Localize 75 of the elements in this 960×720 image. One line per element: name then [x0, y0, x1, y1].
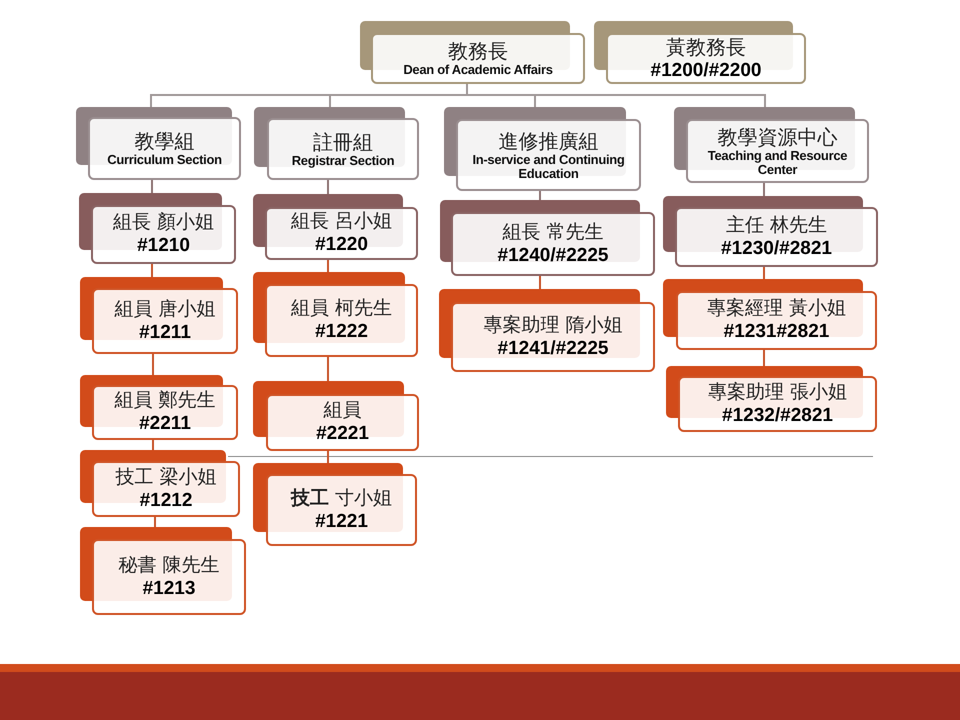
org-card	[444, 107, 641, 191]
org-card	[79, 193, 236, 264]
staff-title: 組長 顏小姐	[112, 211, 214, 234]
section-title-english: Teaching and Resource Center	[706, 148, 848, 178]
connector-line	[466, 84, 766, 107]
connector-line	[327, 451, 329, 463]
org-card	[253, 463, 417, 546]
org-card	[663, 279, 877, 350]
office-title-english: Dean of Academic Affairs	[403, 63, 553, 78]
office-title: 教務長	[448, 39, 508, 64]
connector-line	[327, 180, 329, 194]
org-card	[439, 289, 655, 372]
connector-line	[151, 180, 153, 193]
org-card	[80, 277, 238, 354]
connector-line	[539, 276, 541, 289]
org-card	[674, 107, 869, 183]
phone-extension: #1230/#2821	[721, 236, 832, 260]
phone-extension: #1232/#2821	[722, 404, 833, 428]
section-title-english: Curriculum Section	[107, 153, 222, 168]
phone-extension: #1211	[139, 320, 191, 344]
phone-extension: #2211	[139, 412, 191, 436]
staff-title: 組員	[324, 399, 362, 422]
org-card	[360, 21, 585, 84]
phone-extension: #1222	[315, 320, 368, 344]
phone-extension: #1213	[142, 576, 196, 600]
phone-extension: #1200/#2200	[650, 58, 762, 82]
connector-line	[763, 267, 765, 279]
phone-extension: #1210	[137, 234, 190, 258]
connector-line	[327, 260, 329, 272]
staff-title: 組員 鄭先生	[114, 389, 216, 412]
phone-extension: #1221	[315, 510, 368, 534]
staff-title: 專案助理 隋小姐	[483, 314, 623, 337]
section-title-english: Registrar Section	[292, 154, 394, 168]
org-card	[253, 272, 418, 357]
connector-line	[763, 183, 765, 196]
connector-line	[152, 354, 154, 375]
connector-line	[152, 440, 154, 450]
phone-extension: #2221	[316, 422, 369, 446]
phone-extension: #1212	[140, 488, 192, 512]
section-title-english: In-service and Continuing Education	[471, 152, 626, 182]
connector-line	[151, 264, 153, 277]
section-title: 教學資源中心	[718, 124, 838, 149]
org-card	[80, 375, 238, 440]
org-card	[594, 21, 806, 84]
org-card	[80, 450, 240, 517]
connector-line	[154, 517, 156, 527]
staff-title: 組長 常先生	[502, 220, 604, 244]
staff-title: 技工 梁小姐	[115, 466, 217, 489]
section-title: 註冊組	[313, 130, 373, 154]
staff-title: 主任 林先生	[726, 214, 828, 237]
section-title: 進修推廣組	[498, 128, 598, 153]
section-title: 教學組	[134, 129, 194, 154]
org-card	[440, 200, 655, 276]
staff-title: 組員 柯先生	[290, 297, 392, 320]
staff-title: 秘書 陳先生	[118, 554, 220, 577]
org-card	[253, 381, 419, 451]
phone-extension: #1241/#2225	[498, 336, 608, 360]
staff-title: 技工 寸小姐	[290, 486, 392, 510]
phone-extension: #1240/#2225	[498, 244, 608, 268]
org-card	[663, 196, 878, 267]
org-card	[666, 366, 877, 432]
connector-line	[327, 357, 329, 381]
staff-title: 組長 呂小姐	[290, 210, 392, 234]
org-card	[76, 107, 241, 180]
phone-extension: #1231#2821	[724, 320, 830, 344]
org-card	[80, 527, 246, 615]
staff-title: 專案經理 黃小姐	[706, 297, 846, 320]
connector-line	[539, 191, 541, 200]
org-card	[253, 194, 418, 260]
connector-line	[763, 350, 765, 366]
staff-title: 專案助理 張小姐	[708, 380, 848, 404]
phone-extension: #1220	[315, 233, 368, 257]
person-name: 黃教務長	[666, 34, 746, 59]
org-card	[254, 107, 419, 180]
staff-title: 組員 唐小姐	[114, 298, 216, 321]
